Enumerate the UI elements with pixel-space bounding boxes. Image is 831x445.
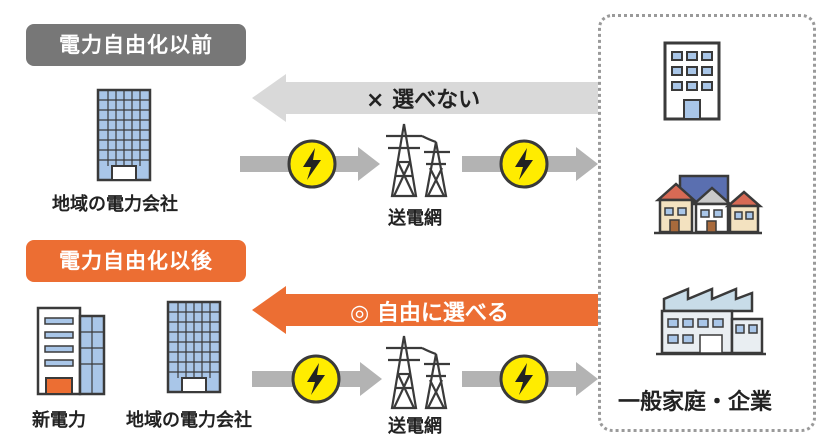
before-choice-arrow: [252, 74, 598, 122]
office-building-icon: [96, 88, 152, 182]
new-power-label: 新電力: [32, 410, 86, 431]
before-company-label: 地域の電力会社: [52, 194, 178, 215]
office-building-icon: [166, 300, 222, 394]
after-choice-arrow: [252, 286, 598, 334]
after-grid-label: 送電網: [388, 416, 442, 437]
office-building-icon: [663, 41, 721, 121]
office-building-icon: [36, 306, 106, 396]
lightning-icon: [499, 354, 549, 404]
lightning-icon: [291, 354, 341, 404]
lightning-icon: [287, 139, 337, 189]
before-badge: 電力自由化以前: [26, 24, 246, 66]
consumers-label: 一般家庭・企業: [618, 390, 773, 415]
houses-icon: [654, 174, 764, 235]
factory-icon: [656, 287, 766, 356]
lightning-icon: [499, 139, 549, 189]
after-arrow-text: ◎ 自由に選べる: [350, 301, 509, 326]
consumers-box: [598, 14, 816, 432]
before-arrow-text: × 選べない: [366, 88, 481, 113]
transmission-tower-icon: [386, 335, 450, 410]
after-badge: 電力自由化以後: [26, 240, 246, 282]
after-company-label: 地域の電力会社: [126, 410, 252, 431]
transmission-tower-icon: [386, 123, 450, 198]
before-grid-label: 送電網: [388, 208, 442, 229]
